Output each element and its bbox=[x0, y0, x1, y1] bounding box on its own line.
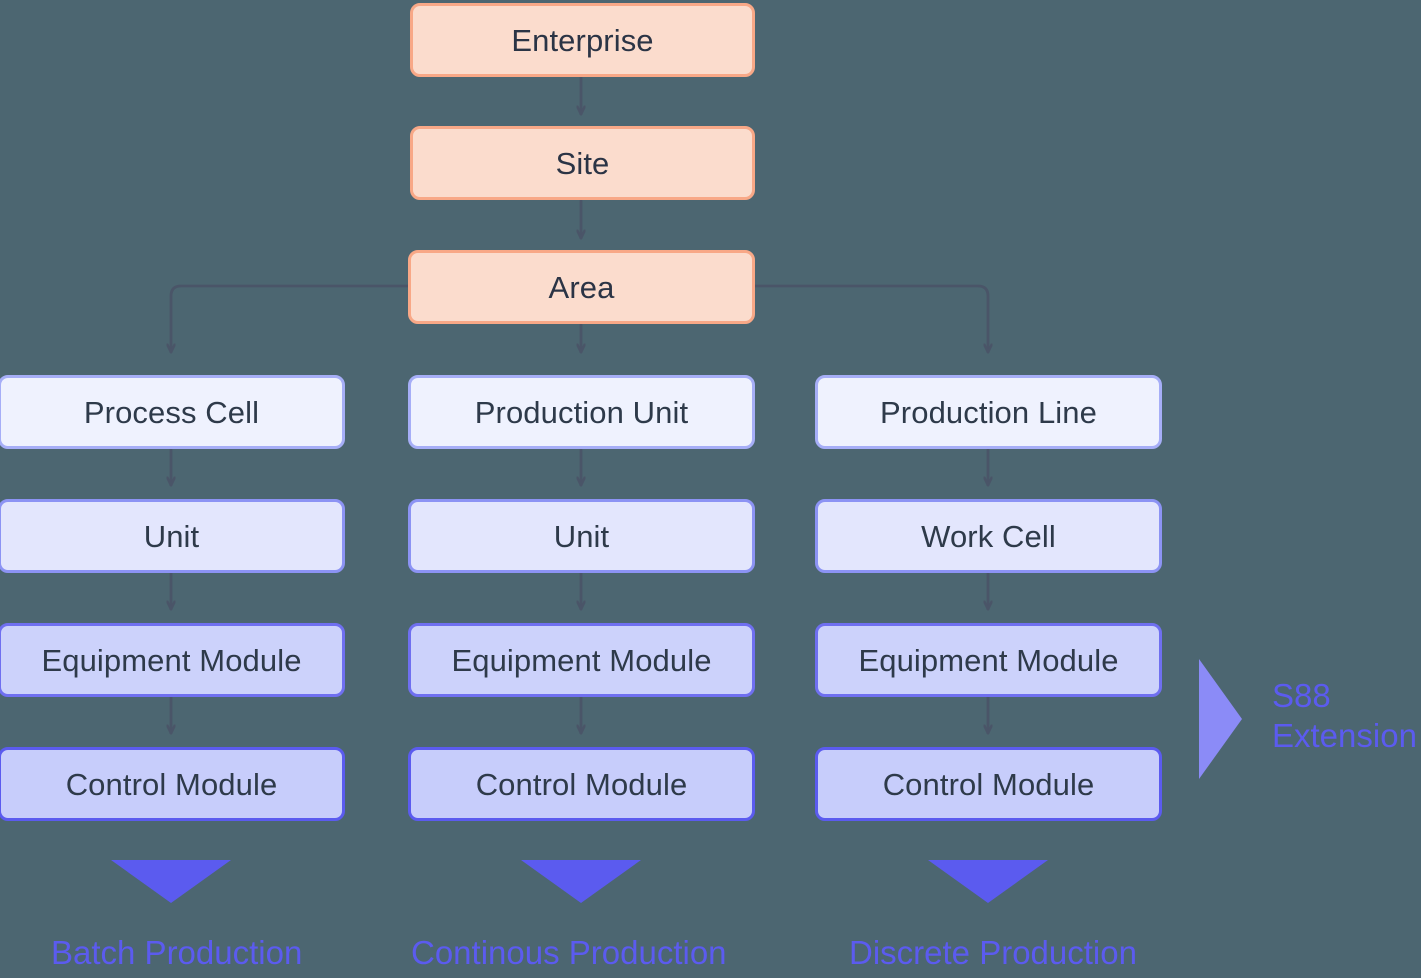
node-control-module-batch[interactable]: Control Module bbox=[0, 747, 345, 821]
node-area-label: Area bbox=[548, 269, 615, 305]
discrete-outcome-arrow-icon bbox=[928, 860, 1048, 903]
s88-extension-line1: S88 bbox=[1272, 677, 1331, 714]
batch-outcome-arrow-icon bbox=[111, 860, 231, 903]
node-enterprise[interactable]: Enterprise bbox=[410, 3, 755, 77]
node-control-module-discrete[interactable]: Control Module bbox=[815, 747, 1162, 821]
node-equipment-module-discrete[interactable]: Equipment Module bbox=[815, 623, 1162, 697]
node-equipment-module-discrete-label: Equipment Module bbox=[858, 642, 1119, 678]
node-unit-batch[interactable]: Unit bbox=[0, 499, 345, 573]
node-enterprise-label: Enterprise bbox=[511, 22, 654, 58]
node-site-label: Site bbox=[555, 145, 610, 181]
node-unit-continuous[interactable]: Unit bbox=[408, 499, 755, 573]
s88-extension-line2: Extension bbox=[1272, 717, 1417, 755]
node-equipment-module-batch-label: Equipment Module bbox=[41, 642, 302, 678]
node-work-cell-label: Work Cell bbox=[921, 518, 1056, 554]
node-production-unit-label: Production Unit bbox=[474, 394, 689, 430]
node-control-module-discrete-label: Control Module bbox=[882, 766, 1095, 802]
node-equipment-module-continuous-label: Equipment Module bbox=[451, 642, 712, 678]
caption-discrete-production: Discrete Production bbox=[849, 934, 1137, 971]
continuous-outcome-arrow-icon bbox=[521, 860, 641, 903]
node-unit-batch-label: Unit bbox=[143, 518, 200, 554]
caption-batch-production: Batch Production bbox=[51, 934, 303, 971]
node-control-module-continuous[interactable]: Control Module bbox=[408, 747, 755, 821]
node-site[interactable]: Site bbox=[410, 126, 755, 200]
caption-continuous-production: Continous Production bbox=[411, 934, 727, 971]
node-unit-continuous-label: Unit bbox=[553, 518, 610, 554]
node-work-cell[interactable]: Work Cell bbox=[815, 499, 1162, 573]
node-area[interactable]: Area bbox=[408, 250, 755, 324]
node-process-cell[interactable]: Process Cell bbox=[0, 375, 345, 449]
node-equipment-module-continuous[interactable]: Equipment Module bbox=[408, 623, 755, 697]
node-production-line[interactable]: Production Line bbox=[815, 375, 1162, 449]
node-production-unit[interactable]: Production Unit bbox=[408, 375, 755, 449]
node-control-module-continuous-label: Control Module bbox=[475, 766, 688, 802]
node-control-module-batch-label: Control Module bbox=[65, 766, 278, 802]
node-process-cell-label: Process Cell bbox=[83, 394, 260, 430]
s88-extension-arrow-icon bbox=[1199, 659, 1242, 779]
s88-extension-label: S88 Extension bbox=[1272, 676, 1417, 757]
node-equipment-module-batch[interactable]: Equipment Module bbox=[0, 623, 345, 697]
node-production-line-label: Production Line bbox=[880, 394, 1097, 430]
